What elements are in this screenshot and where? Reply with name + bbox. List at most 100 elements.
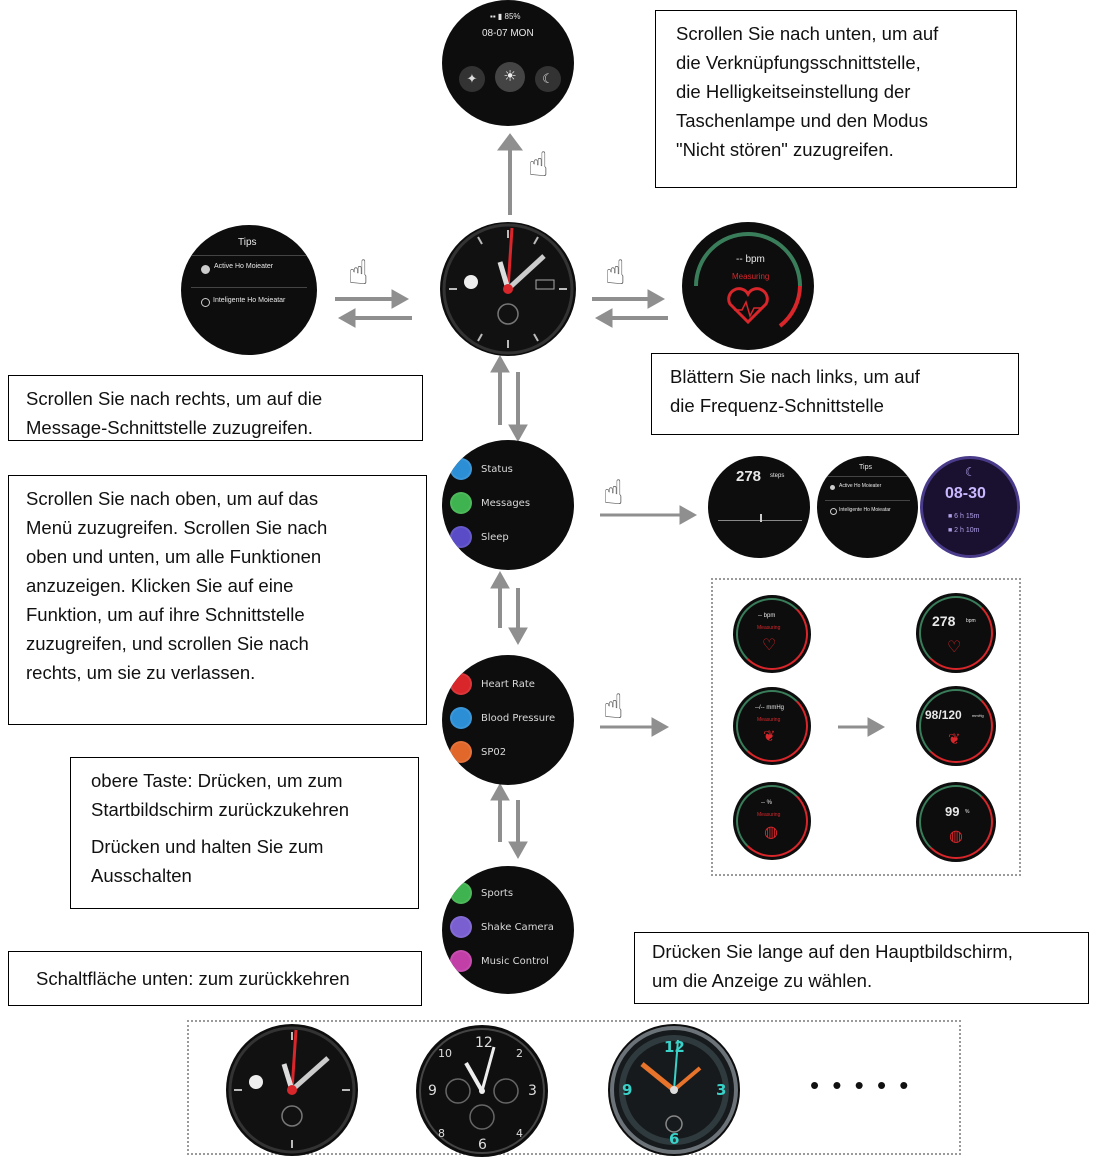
watch-menu-1: Status Messages Sleep	[442, 440, 574, 570]
tap-hand-icon: ☝	[603, 473, 624, 513]
measure-label: Measuring	[757, 717, 781, 723]
menu-item-sleep[interactable]: Sleep	[450, 526, 509, 548]
watch-main-face[interactable]	[440, 222, 576, 356]
steps-value: 278	[736, 468, 762, 485]
note-line: "Nicht stören" zuzugreifen.	[676, 139, 894, 160]
tap-hand-icon: ☝	[603, 687, 624, 727]
camera-icon	[450, 916, 472, 938]
sleep-icon	[450, 526, 472, 548]
menu-item-shake-camera[interactable]: Shake Camera	[450, 916, 554, 938]
result-unit: %	[965, 809, 970, 815]
measurement-frame	[711, 578, 1021, 876]
note-line: Taschenlampe und den Modus	[676, 110, 928, 131]
divider	[825, 476, 910, 477]
note-line: die Frequenz-Schnittstelle	[670, 395, 884, 416]
note-line: die Verknüpfungsschnittstelle,	[676, 52, 921, 73]
note-line: Drücken und halten Sie zum	[91, 836, 324, 857]
brightness-icon[interactable]: ☀	[495, 62, 525, 92]
progress-ring	[736, 690, 808, 762]
tips-option[interactable]: Inteligente Ho Moieatar	[213, 297, 286, 304]
tips-option[interactable]: Inteligente Ho Moieatar	[839, 507, 891, 513]
menu-item-spo2[interactable]: SP02	[450, 741, 506, 763]
watch-dial	[228, 1026, 356, 1154]
note-line: Message-Schnittstelle zuzugreifen.	[26, 417, 313, 438]
divider	[191, 287, 307, 288]
svg-text:4: 4	[516, 1127, 523, 1140]
svg-text:3: 3	[716, 1081, 726, 1099]
note-scroll-down: Scrollen Sie nach unten, um auf die Verk…	[655, 10, 1017, 188]
watch-dial: 123 69 24 108	[419, 1028, 545, 1154]
radio-selected-icon[interactable]	[201, 265, 210, 274]
radio-icon[interactable]	[201, 298, 210, 307]
watch-bp-result: 98/120 mmHg ❦	[916, 686, 996, 766]
drop-icon: ◍	[764, 824, 778, 841]
status-bar: ▪▪ ▮ 85%	[490, 12, 521, 21]
result-value: 99	[945, 804, 960, 819]
heart-icon: ♡	[947, 639, 962, 656]
tap-hand-icon: ☝	[528, 145, 549, 185]
heart-icon	[450, 673, 472, 695]
do-not-disturb-icon[interactable]: ☾	[535, 66, 561, 92]
blood-pressure-icon: ❦	[948, 731, 961, 748]
svg-text:10: 10	[438, 1047, 452, 1060]
menu-item-messages[interactable]: Messages	[450, 492, 530, 514]
watch-menu-3: Sports Shake Camera Music Control	[442, 866, 574, 994]
watchface-frame	[187, 1020, 961, 1155]
menu-item-sports[interactable]: Sports	[450, 882, 513, 904]
steps-unit: steps	[770, 473, 785, 479]
radio-icon[interactable]	[830, 508, 837, 515]
note-line: Startbildschirm zurückzukehren	[91, 799, 350, 820]
svg-text:6: 6	[669, 1130, 679, 1148]
note-line: rechts, um sie zu verlassen.	[26, 662, 256, 683]
sleep-time: 08-30	[945, 485, 986, 502]
menu-label: Sleep	[481, 531, 509, 543]
watch-bp-measuring: --/-- mmHg Measuring ❦	[733, 687, 811, 765]
note-line: Scrollen Sie nach oben, um auf das	[26, 488, 319, 509]
menu-label: Heart Rate	[481, 678, 535, 690]
menu-item-blood-pressure[interactable]: Blood Pressure	[450, 707, 555, 729]
result-unit: mmHg	[972, 713, 984, 718]
measure-value: -- bpm	[758, 613, 776, 619]
heart-value: -- bpm	[736, 254, 765, 265]
watch-heart-measuring: -- bpm Measuring ♡	[733, 595, 811, 673]
watchface-option-1[interactable]	[226, 1024, 358, 1156]
progress-ring	[736, 598, 808, 670]
measure-value: -- %	[761, 800, 772, 806]
progress-ring	[736, 785, 808, 857]
svg-text:9: 9	[428, 1083, 437, 1099]
drop-icon: ◍	[949, 828, 963, 845]
spo2-icon	[450, 741, 472, 763]
sleep-light: ■ 2 h 10m	[948, 527, 980, 534]
svg-text:6: 6	[478, 1137, 487, 1153]
note-line: Menü zuzugreifen. Scrollen Sie nach	[26, 517, 328, 538]
watch-tips-screen: Tips Active Ho Moieater Inteligente Ho M…	[181, 225, 317, 355]
menu-item-music-control[interactable]: Music Control	[450, 950, 549, 972]
measuring-label: Measuring	[732, 272, 770, 281]
note-line: Scrollen Sie nach rechts, um auf die	[26, 388, 323, 409]
watch-heart-result: 278 bpm ♡	[916, 593, 996, 673]
measure-label: Measuring	[757, 625, 781, 631]
tips-title: Tips	[238, 237, 257, 248]
swipe-hand-icon: ☝	[348, 253, 369, 293]
menu-label: Messages	[481, 497, 531, 509]
svg-text:8: 8	[438, 1127, 445, 1140]
result-unit: bpm	[966, 618, 976, 624]
menu-item-status[interactable]: Status	[450, 458, 513, 480]
note-line: Funktion, um auf ihre Schnittstelle	[26, 604, 305, 625]
status-icon	[450, 458, 472, 480]
tips-title: Tips	[859, 464, 872, 471]
sleep-deep: ■ 6 h 15m	[948, 513, 980, 520]
tips-option[interactable]: Active Ho Moieater	[214, 263, 274, 270]
note-scroll-right-message: Scrollen Sie nach rechts, um auf die Mes…	[8, 375, 423, 441]
radio-selected-icon[interactable]	[830, 485, 835, 490]
tips-option[interactable]: Active Ho Moieater	[839, 483, 882, 489]
messages-icon	[450, 492, 472, 514]
note-line: Schaltfläche unten: zum zurückkehren	[36, 968, 350, 989]
flashlight-icon[interactable]: ✦	[459, 66, 485, 92]
moon-icon: ☾	[965, 465, 976, 479]
note-line: um die Anzeige zu wählen.	[652, 970, 873, 991]
menu-item-heart-rate[interactable]: Heart Rate	[450, 673, 535, 695]
note-line: oben und unten, um alle Funktionen	[26, 546, 322, 567]
